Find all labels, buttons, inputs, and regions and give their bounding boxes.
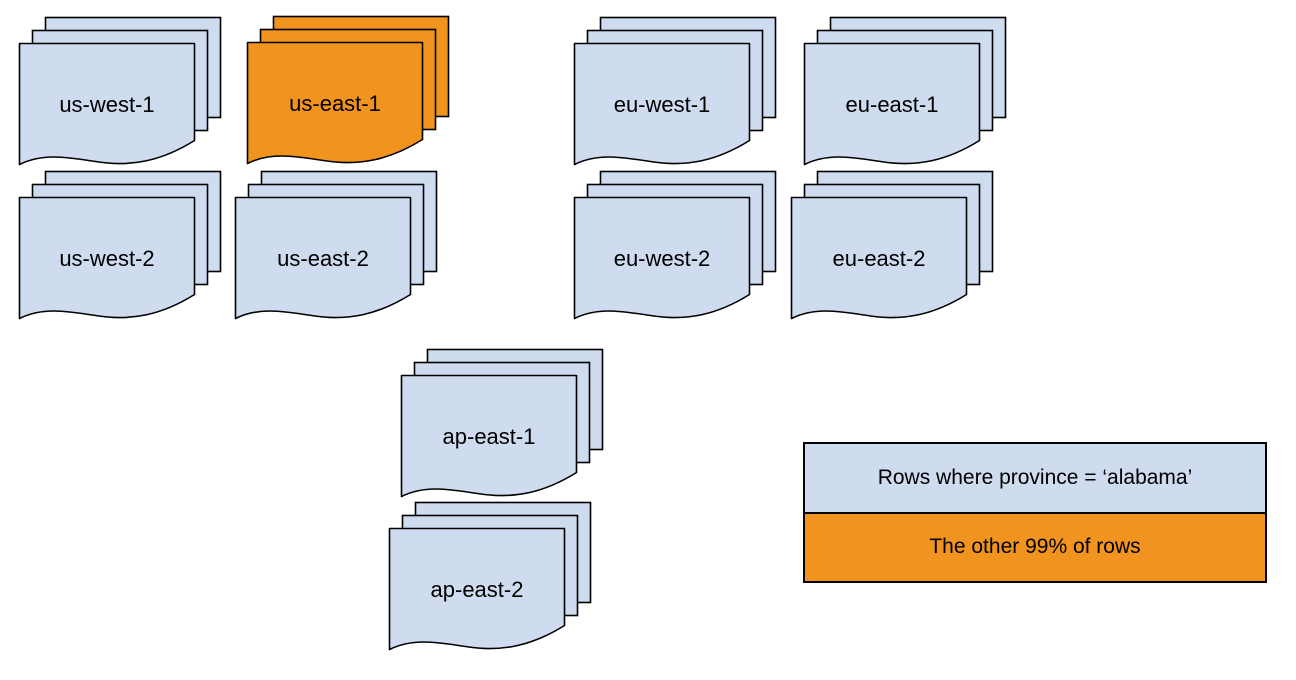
document-page-front xyxy=(18,42,196,166)
document-stack-icon: eu-east-2 xyxy=(790,170,994,320)
document-stack-icon: eu-east-1 xyxy=(803,16,1007,166)
document-stack-icon: us-west-2 xyxy=(18,170,222,320)
region-stack-eu-east-2: eu-east-2 xyxy=(790,170,994,322)
region-stack-ap-east-2: ap-east-2 xyxy=(388,501,592,653)
stack-label: eu-east-1 xyxy=(846,92,939,117)
document-stack-icon: eu-west-1 xyxy=(573,16,777,166)
region-stack-eu-east-1: eu-east-1 xyxy=(803,16,1007,168)
document-page-front xyxy=(573,196,751,320)
stack-label: ap-east-2 xyxy=(431,577,524,602)
region-stack-us-east-2: us-east-2 xyxy=(234,170,438,322)
document-page-front xyxy=(400,374,578,498)
legend-row-label: Rows where province = ‘alabama’ xyxy=(877,465,1193,489)
stack-label: ap-east-1 xyxy=(443,424,536,449)
document-stack-icon: us-east-2 xyxy=(234,170,438,320)
document-page-front xyxy=(803,42,981,166)
stack-label: us-west-1 xyxy=(59,92,154,117)
document-page-front xyxy=(234,196,412,320)
region-stack-us-east-1: us-east-1 xyxy=(246,15,450,167)
region-stack-ap-east-1: ap-east-1 xyxy=(400,348,604,500)
stack-label: us-east-2 xyxy=(277,246,369,271)
legend-row-label: The other 99% of rows xyxy=(929,535,1141,559)
legend-row: The other 99% of rows xyxy=(805,511,1265,581)
region-stack-eu-west-2: eu-west-2 xyxy=(573,170,777,322)
document-stack-icon: ap-east-2 xyxy=(388,501,592,651)
document-page-front xyxy=(388,527,566,651)
stack-label: eu-west-2 xyxy=(614,246,711,271)
document-page-front xyxy=(18,196,196,320)
stack-label: eu-east-2 xyxy=(833,246,926,271)
document-page-front xyxy=(246,41,424,165)
document-stack-icon: eu-west-2 xyxy=(573,170,777,320)
legend-row: Rows where province = ‘alabama’ xyxy=(805,444,1265,512)
stack-label: us-east-1 xyxy=(289,91,381,116)
document-page-front xyxy=(573,42,751,166)
region-stack-eu-west-1: eu-west-1 xyxy=(573,16,777,168)
stack-label: eu-west-1 xyxy=(614,92,711,117)
document-stack-icon: us-east-1 xyxy=(246,15,450,165)
region-stack-us-west-2: us-west-2 xyxy=(18,170,222,322)
document-stack-icon: us-west-1 xyxy=(18,16,222,166)
region-stack-us-west-1: us-west-1 xyxy=(18,16,222,168)
document-page-front xyxy=(790,196,968,320)
stack-label: us-west-2 xyxy=(59,246,154,271)
document-stack-icon: ap-east-1 xyxy=(400,348,604,498)
legend: Rows where province = ‘alabama’ The othe… xyxy=(803,442,1267,583)
